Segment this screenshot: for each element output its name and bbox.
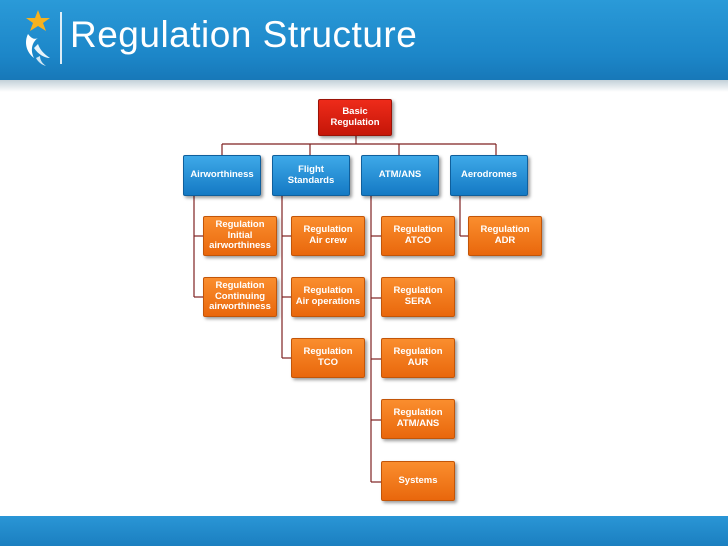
node-regulation-tco: Regulation TCO <box>291 338 365 378</box>
star-bird-logo-icon <box>26 10 50 66</box>
page-title: Regulation Structure <box>70 14 418 55</box>
node-category-atm-ans: ATM/ANS <box>361 155 439 196</box>
node-regulation-sera: Regulation SERA <box>381 277 455 317</box>
node-category-airworthiness: Airworthiness <box>183 155 261 196</box>
node-category-flight-standards: Flight Standards <box>272 155 350 196</box>
header-bar: Regulation Structure <box>0 0 728 80</box>
header-shadow <box>0 80 728 92</box>
node-category-aerodromes: Aerodromes <box>450 155 528 196</box>
node-regulation-air-operations: Regulation Air operations <box>291 277 365 317</box>
node-regulation-continuing-airworthiness: Regulation Continuing airworthiness <box>203 277 277 317</box>
node-regulation-atm-ans: Regulation ATM/ANS <box>381 399 455 439</box>
node-regulation-air-crew: Regulation Air crew <box>291 216 365 256</box>
node-regulation-aur: Regulation AUR <box>381 338 455 378</box>
footer-bar <box>0 516 728 546</box>
node-regulation-adr: Regulation ADR <box>468 216 542 256</box>
node-systems: Systems <box>381 461 455 501</box>
node-basic-regulation: Basic Regulation <box>318 99 392 136</box>
logo-separator <box>60 12 62 64</box>
node-regulation-atco: Regulation ATCO <box>381 216 455 256</box>
node-regulation-initial-airworthiness: Regulation Initial airworthiness <box>203 216 277 256</box>
